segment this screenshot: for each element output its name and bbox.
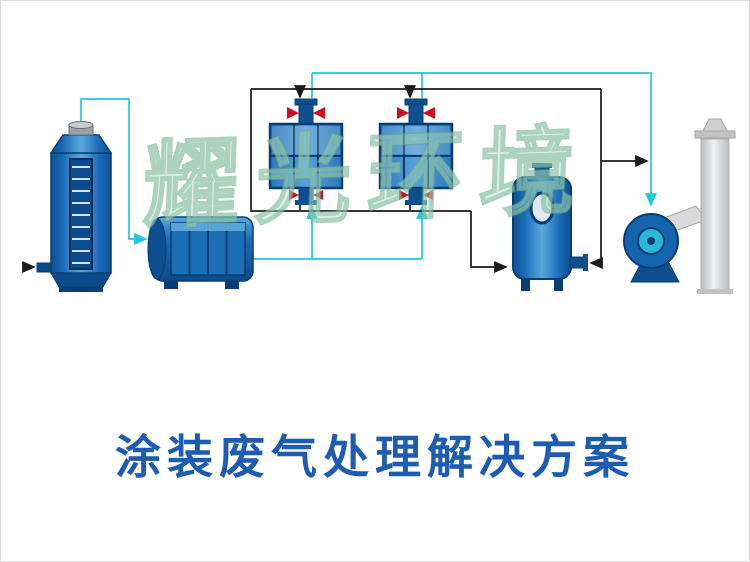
tower-inlet-stub bbox=[36, 262, 52, 273]
unit-foot-right bbox=[225, 280, 239, 289]
activated-carbon-adsorber-2 bbox=[378, 98, 454, 205]
pipe-right-drop-to-tank bbox=[589, 89, 603, 269]
chimney-base bbox=[697, 289, 733, 294]
unit-panel-slats bbox=[188, 223, 228, 275]
box1-highlight bbox=[272, 126, 340, 154]
unit-left-cap bbox=[147, 218, 167, 280]
pipe-unit-to-boxes-header bbox=[252, 251, 422, 260]
spray-tower bbox=[36, 121, 113, 292]
pipe-header-to-fan bbox=[312, 72, 657, 207]
unit-panel-highlight bbox=[171, 223, 245, 231]
tower-skirt bbox=[50, 272, 112, 288]
page-title: 涂装废气处理解决方案 bbox=[115, 430, 635, 484]
tank-window bbox=[529, 191, 555, 225]
chimney-cap-hat bbox=[702, 118, 728, 132]
tank-body bbox=[512, 176, 572, 280]
box1-top-valve bbox=[287, 107, 325, 119]
chimney-cap-brim bbox=[694, 130, 736, 139]
box2-bottom-valve bbox=[399, 190, 433, 200]
tower-cap-top bbox=[68, 121, 94, 129]
tank-top-flange bbox=[532, 163, 552, 168]
pipe-tower-to-unit bbox=[80, 98, 148, 245]
box2-grid bbox=[380, 124, 452, 188]
tower-base bbox=[59, 287, 103, 292]
watermark: 耀光环境 bbox=[142, 114, 594, 243]
tank-leg-right bbox=[554, 277, 563, 291]
uv-photolysis-unit bbox=[147, 216, 254, 289]
tank-right-pipe bbox=[569, 256, 584, 269]
box1-top-duct bbox=[298, 103, 314, 125]
fan-hub bbox=[647, 237, 655, 245]
box2-bottom-flange bbox=[405, 200, 427, 205]
box2-top-valve bbox=[397, 107, 435, 119]
buffer-tank bbox=[512, 163, 588, 291]
pipe-midline-to-tank-left bbox=[470, 211, 508, 273]
box1-bottom-flange bbox=[295, 200, 317, 205]
unit-foot-left bbox=[164, 280, 178, 289]
tank-leg-left bbox=[521, 277, 530, 291]
chimney-body bbox=[700, 138, 730, 292]
pipe-left-drop-midline bbox=[250, 89, 471, 212]
box1-grid bbox=[270, 124, 342, 188]
activated-carbon-adsorber-1 bbox=[268, 98, 344, 205]
centrifugal-fan bbox=[623, 213, 680, 283]
tank-right-flange bbox=[583, 254, 588, 271]
box2-highlight bbox=[382, 126, 450, 154]
box1-bottom-valve bbox=[289, 190, 323, 200]
tower-shoulder bbox=[49, 134, 113, 154]
tower-ladder bbox=[69, 158, 93, 270]
